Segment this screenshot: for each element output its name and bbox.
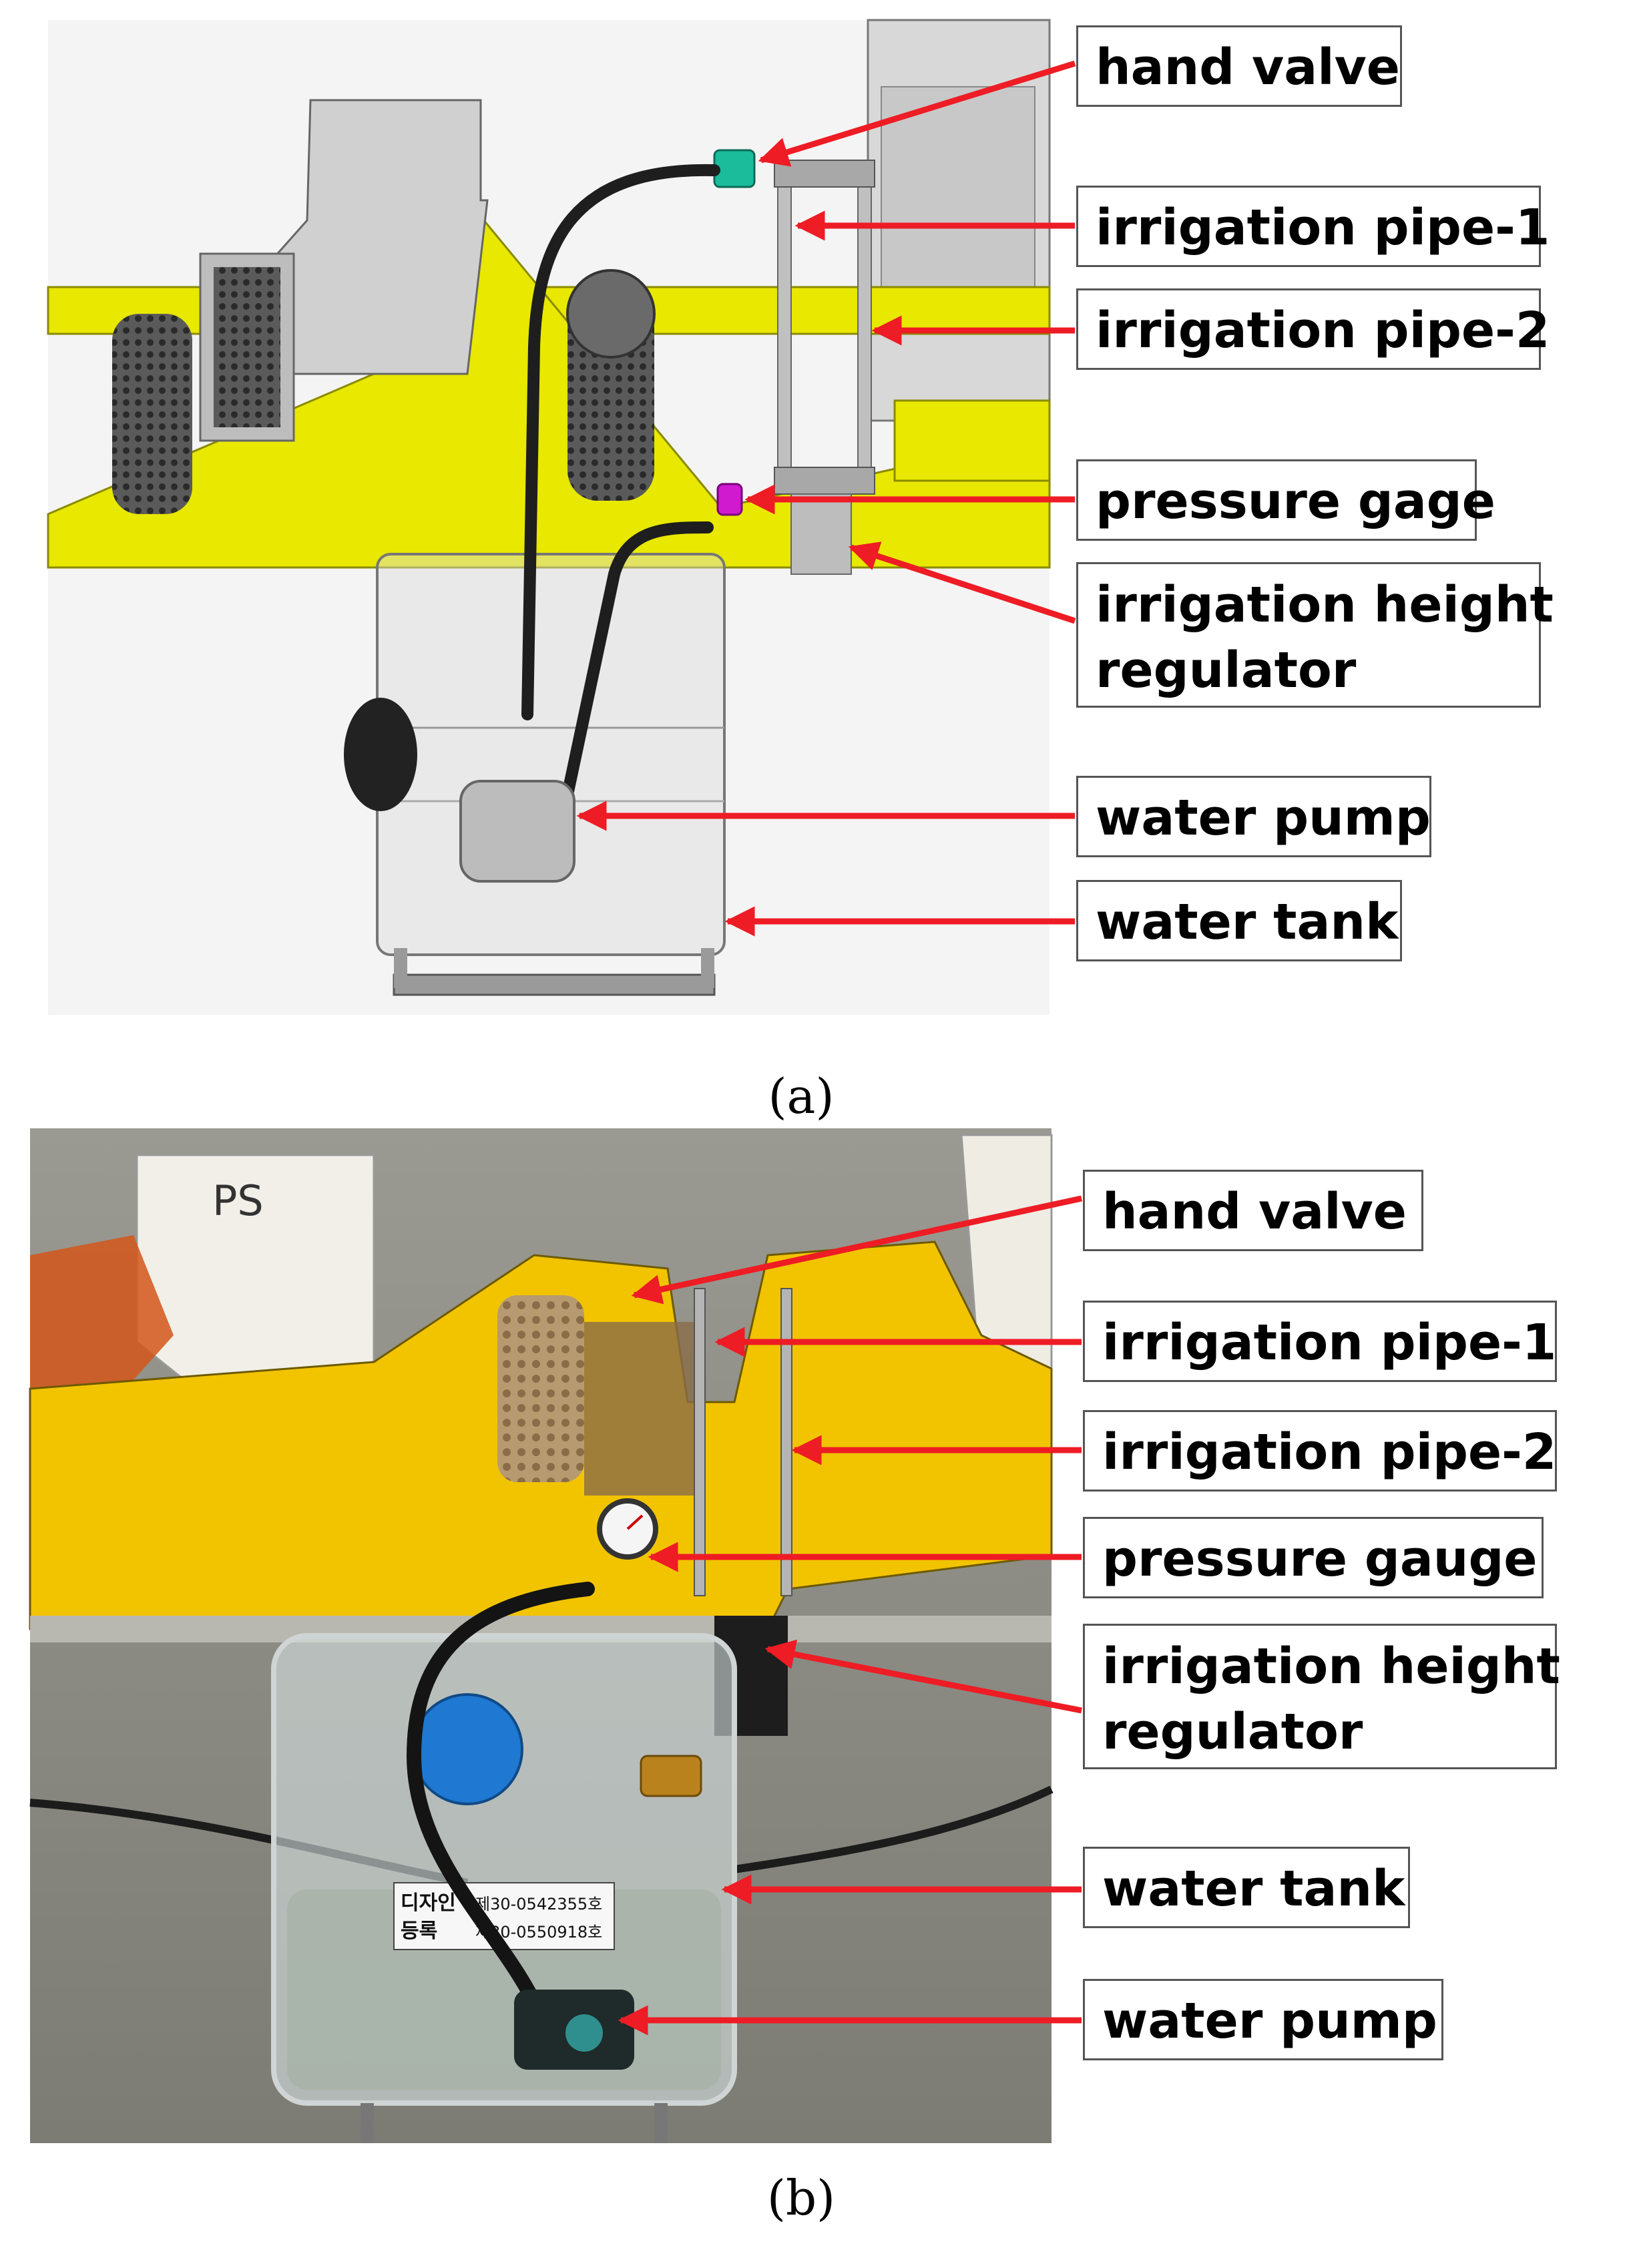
cad-hose-upper: [521, 164, 720, 720]
callout-a-pump: water pump: [1076, 776, 1431, 857]
label-b-height-line2: regulator: [1102, 1703, 1363, 1761]
cad-pipe-2: [857, 166, 872, 475]
panel-b-arrows: [618, 1195, 1082, 2036]
label-a-pipe-1: irrigation pipe-1: [1096, 199, 1550, 256]
photo-pipe-1: [694, 1288, 706, 1596]
callout-b-hand-valve: hand valve: [1083, 1170, 1423, 1251]
cad-pipe-1: [777, 166, 792, 475]
label-a-hand-valve: hand valve: [1096, 39, 1400, 96]
callout-a-tank: water tank: [1076, 880, 1402, 961]
callout-b-pipe-2: irrigation pipe-2: [1083, 1410, 1557, 1492]
cad-hand-valve: [713, 149, 756, 188]
cad-roller-left: [112, 314, 192, 514]
photo-roller: [497, 1295, 584, 1482]
label-b-pressure: pressure gauge: [1102, 1530, 1538, 1588]
photo-orange-guard: [30, 1235, 174, 1402]
callout-a-pressure: pressure gage: [1076, 459, 1495, 541]
arrow-b-hand-valve: [631, 1195, 1082, 1305]
callout-b-pressure: pressure gauge: [1083, 1517, 1544, 1598]
panel-b-photo: PS 디자인 등록 제30-0542355호 제30-0550918호: [29, 1128, 1082, 2143]
label-a-pressure: pressure gage: [1096, 473, 1495, 530]
photo-registration-sticker: [393, 1882, 615, 1950]
photo-float-valve: [640, 1755, 702, 1797]
label-b-height-line1: irrigation height: [1102, 1638, 1560, 1695]
panel-a-illustration: [47, 19, 1076, 1015]
caption-b: (b): [766, 2170, 836, 2226]
label-a-pipe-2: irrigation pipe-2: [1096, 302, 1550, 359]
cad-seed-hopper: [252, 99, 489, 375]
callout-b-height-regulator: irrigation height regulator: [1083, 1624, 1560, 1769]
label-b-pipe-1: irrigation pipe-1: [1102, 1314, 1557, 1371]
photo-hopper-mark: PS: [212, 1176, 264, 1225]
photo-sticker-line2: 등록: [401, 1919, 437, 1943]
arrow-b-height: [764, 1639, 1082, 1714]
callout-a-height-regulator: irrigation height regulator: [1076, 562, 1554, 708]
label-b-pump: water pump: [1102, 1992, 1437, 2050]
label-a-height-line1: irrigation height: [1096, 576, 1554, 634]
callout-b-pump: water pump: [1083, 1979, 1443, 2060]
cad-water-tank: [376, 553, 726, 956]
cad-water-pump: [459, 780, 575, 883]
label-a-height-line2: regulator: [1096, 642, 1357, 699]
arrow-hand-valve: [758, 60, 1076, 167]
cad-height-regulator: [790, 493, 852, 575]
callout-b-tank: water tank: [1083, 1847, 1410, 1928]
label-a-tank: water tank: [1096, 893, 1399, 951]
callout-a-hand-valve: hand valve: [1076, 25, 1402, 107]
callout-b-pipe-1: irrigation pipe-1: [1083, 1301, 1557, 1382]
label-b-pipe-2: irrigation pipe-2: [1102, 1423, 1557, 1481]
callout-a-pipe-2: irrigation pipe-2: [1076, 288, 1550, 370]
panel-a-arrows: [576, 60, 1076, 937]
photo-sticker-reg1: 제30-0542355호: [475, 1895, 602, 1913]
label-b-hand-valve: hand valve: [1102, 1183, 1407, 1240]
cad-hose-lower: [561, 521, 714, 801]
photo-blue-float: [411, 1693, 523, 1805]
cad-pressure-gage: [716, 483, 743, 516]
label-b-tank: water tank: [1102, 1860, 1405, 1917]
callout-a-pipe-1: irrigation pipe-1: [1076, 186, 1550, 267]
arrow-height: [848, 541, 1076, 624]
cad-float: [344, 698, 417, 811]
photo-hose: [406, 1582, 595, 2024]
photo-pipe-2: [780, 1288, 792, 1596]
caption-a: (a): [768, 1068, 835, 1124]
label-a-pump: water pump: [1096, 789, 1431, 847]
photo-sticker-line1: 디자인: [401, 1891, 456, 1915]
